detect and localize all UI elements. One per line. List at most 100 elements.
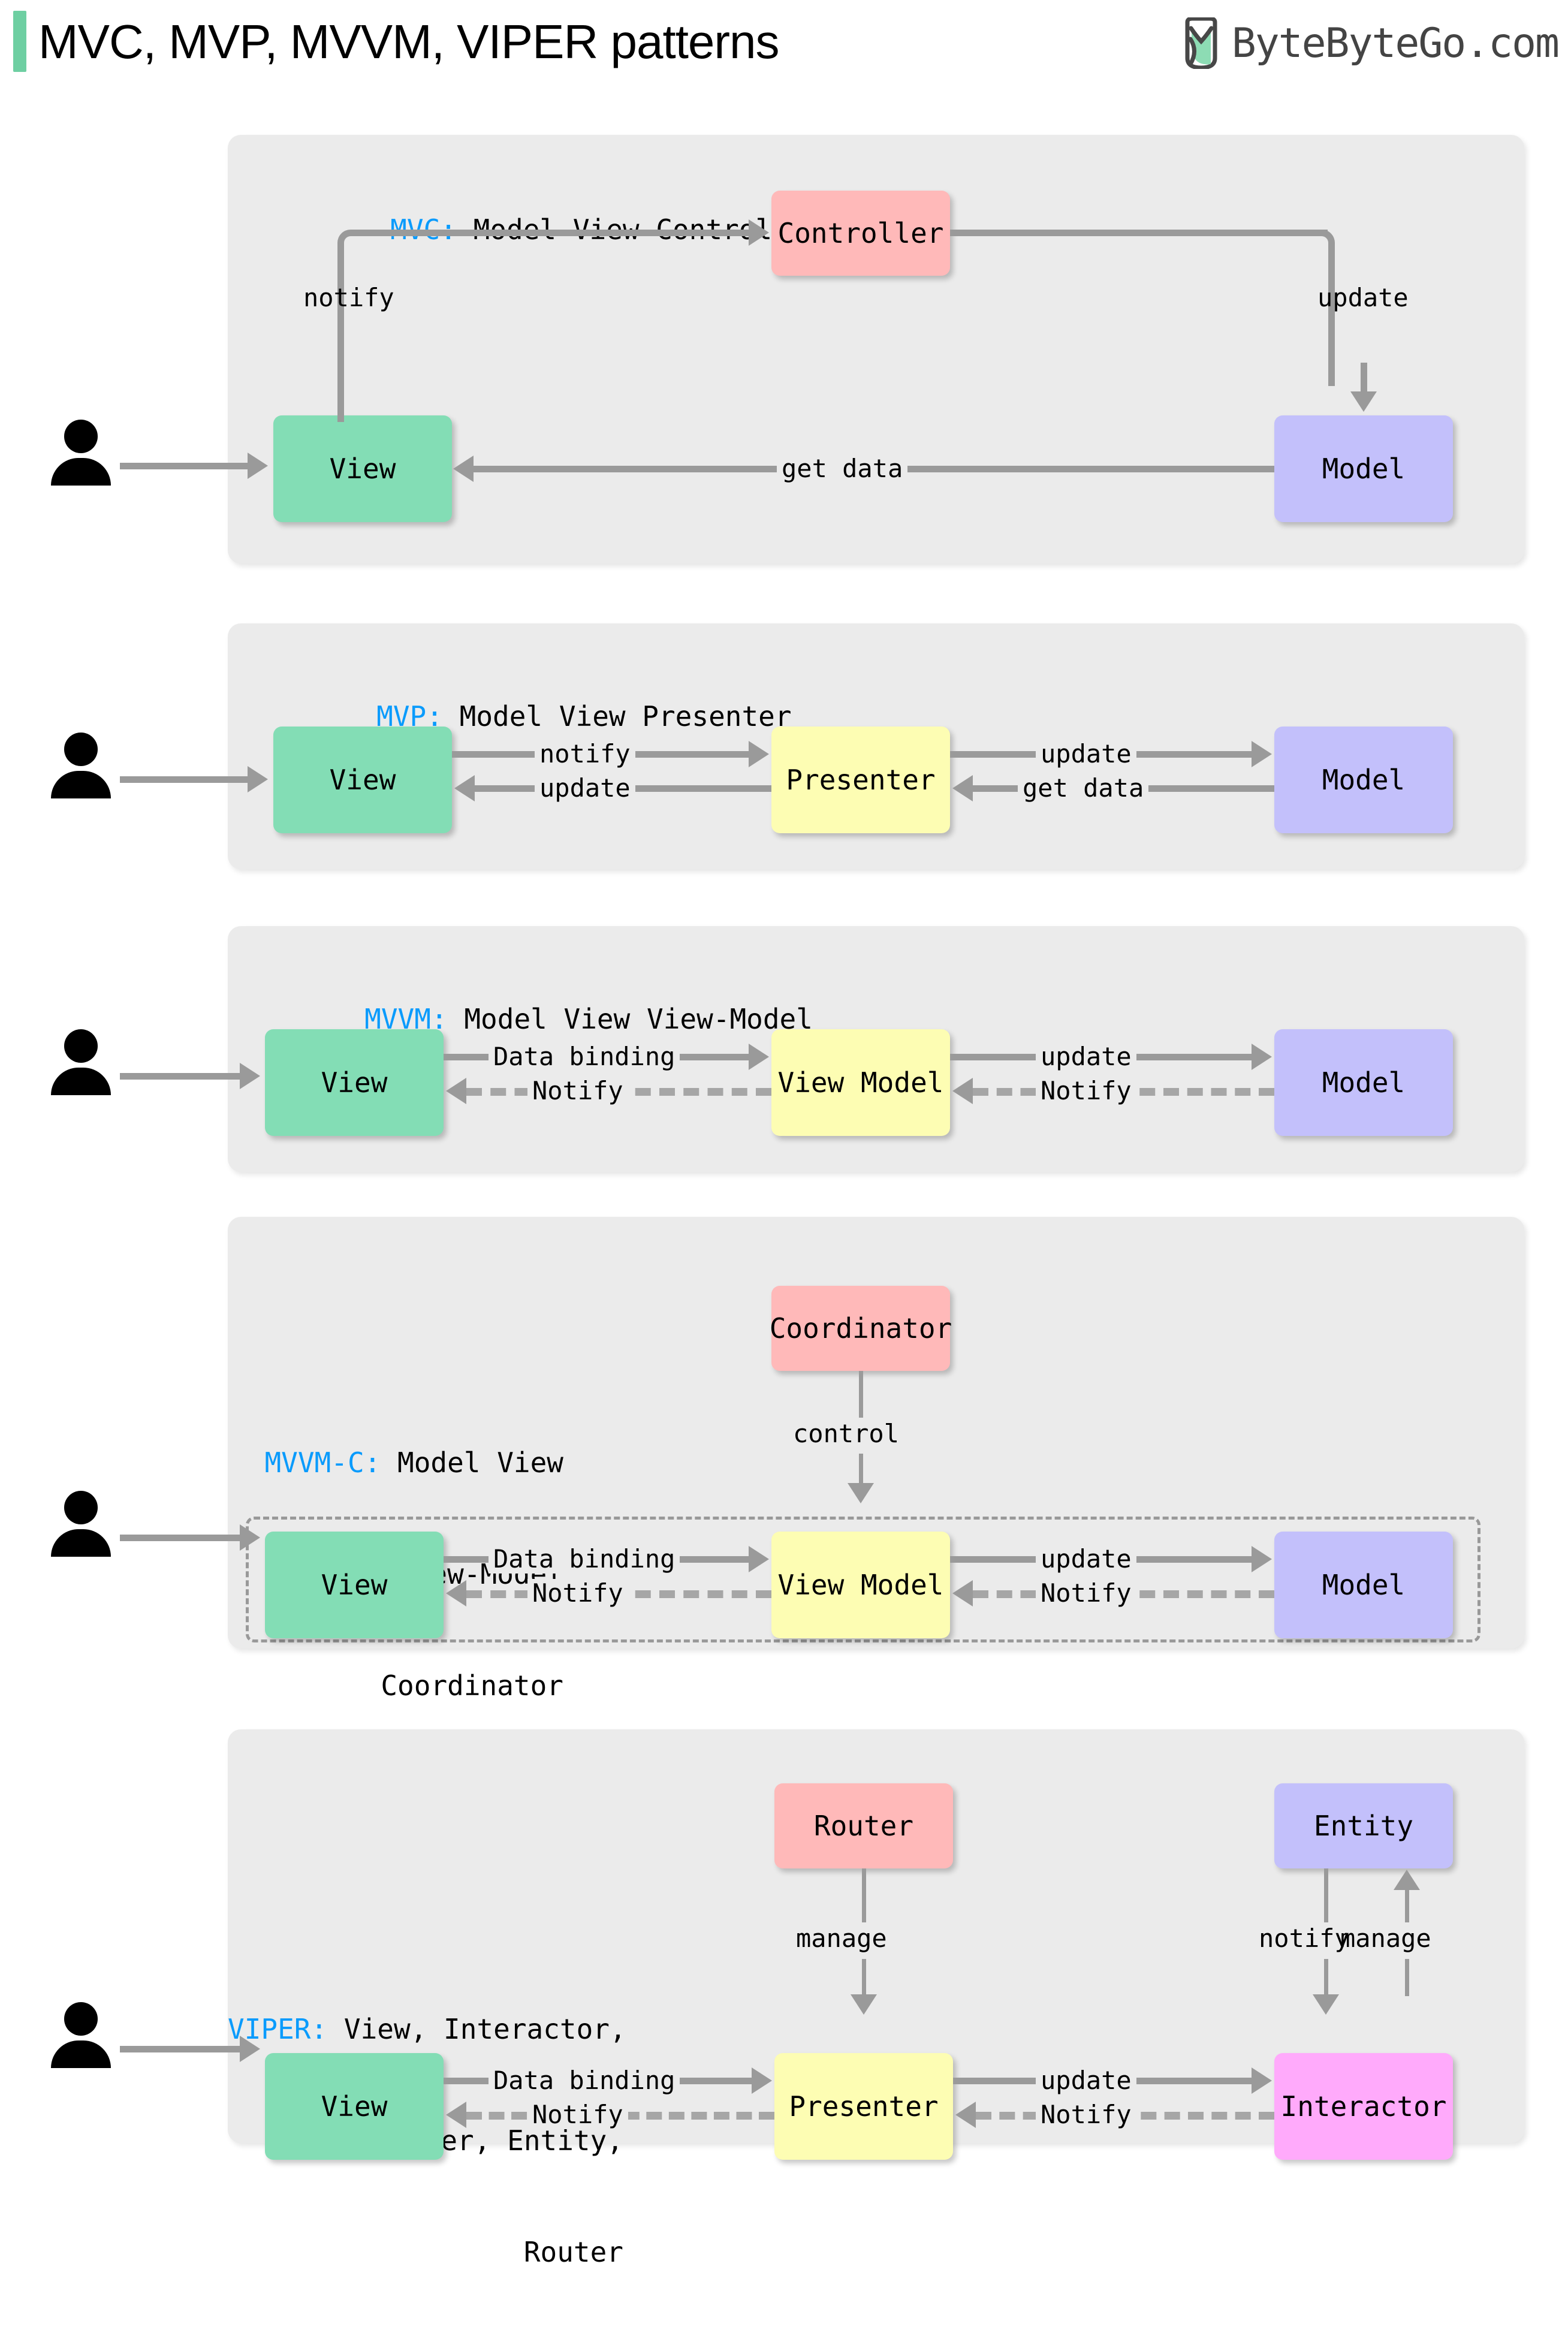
node-view[interactable]: View [265, 1532, 444, 1638]
section-title-mvp: Model View Presenter [459, 700, 792, 733]
node-label: View [321, 2090, 388, 2123]
node-label: View [321, 1066, 388, 1099]
edge-label-manage-interactor: manage [1340, 1924, 1431, 1953]
avatar-body [51, 458, 111, 486]
node-label: View Model [777, 1569, 944, 1601]
edge-control-line-top [859, 1371, 863, 1418]
edge-notify-back-arrowhead [446, 1580, 466, 1606]
section-title-mvvm: Model View View-Model [464, 1003, 813, 1035]
edge-label-notify: notify [303, 283, 394, 312]
node-label: Coordinator [769, 1312, 952, 1345]
edge-label-notify: Notify [1036, 1579, 1136, 1608]
avatar-body [51, 771, 111, 798]
edge-label-control: control [793, 1419, 900, 1448]
edge-control-line-bottom [859, 1454, 863, 1485]
node-label: Model [1322, 764, 1406, 796]
node-label: Interactor [1280, 2090, 1447, 2123]
user-avatar-mvp [51, 733, 111, 798]
edge-notify-back-arrowhead [446, 1078, 466, 1104]
edge-manage-up-arrowhead [1394, 1870, 1420, 1890]
section-key-mvvmc: MVVM-C: [264, 1446, 381, 1479]
edge-manage-line-bottom [862, 1959, 866, 1996]
node-view[interactable]: View [265, 2053, 444, 2160]
edge-notify-line [365, 230, 749, 236]
section-panel-mvp: MVP: Model View Presenter View Presenter… [228, 623, 1524, 869]
section-title-mvvmc-l1: Model View [397, 1446, 563, 1479]
mvvm-group-boundary [246, 1517, 1480, 1642]
diagram-canvas: MVC, MVP, MVVM, VIPER patterns ByteByteG… [13, 11, 1560, 2268]
section-title-mvvmc-l3: Coordinator [381, 1669, 563, 1702]
edge-notify-down-line-bottom [1324, 1959, 1328, 1996]
edge-update-arrowhead [1252, 1546, 1272, 1572]
edge-getdata-arrowhead [952, 775, 973, 801]
node-model[interactable]: Model [1274, 727, 1453, 833]
node-label: Presenter [786, 764, 936, 796]
section-panel-mvvm: MVVM: Model View View-Model View View Mo… [228, 926, 1524, 1172]
node-router[interactable]: Router [774, 1783, 953, 1868]
edge-update-arrowhead [1252, 1044, 1272, 1070]
edge-label-notify-back: Notify [527, 2100, 628, 2129]
edge-notify-arrowhead [952, 1078, 973, 1104]
edge-notify-arrowhead [952, 1580, 973, 1606]
user-avatar-viper [51, 2002, 111, 2068]
edge-label-notify-entity: notify [1259, 1924, 1350, 1953]
edge-user-to-view-mvc [120, 463, 248, 469]
node-controller[interactable]: Controller [771, 191, 950, 276]
edge-label-databinding: Data binding [489, 2066, 680, 2095]
node-view-model[interactable]: View Model [771, 1029, 950, 1136]
edge-getdata-arrowhead [453, 456, 474, 482]
avatar-head [64, 733, 98, 766]
edge-label-notify: Notify [1036, 2100, 1136, 2129]
avatar-head [64, 420, 98, 453]
edge-user-to-view-mvvm [120, 1073, 240, 1080]
edge-notify-arrowhead [749, 741, 769, 767]
edge-label-update: update [1036, 1042, 1136, 1071]
edge-databinding-arrowhead [749, 1044, 769, 1070]
edge-user-arrowhead-mvvmc [240, 1524, 260, 1551]
section-title-viper-l1: View, Interactor, [343, 2013, 626, 2045]
edge-user-to-view-mvp [120, 776, 248, 783]
node-model[interactable]: Model [1274, 415, 1453, 522]
brand-text: ByteByteGo.com [1231, 19, 1560, 67]
edge-user-to-view-mvvmc [120, 1535, 240, 1541]
bytebytego-logo-icon [1185, 17, 1217, 69]
edge-notify-path [337, 230, 372, 422]
section-panel-mvvmc: MVVM-C: Model View View-Model Coordinato… [228, 1217, 1524, 1702]
node-entity[interactable]: Entity [1274, 1783, 1453, 1868]
avatar-head [64, 1029, 98, 1063]
node-interactor[interactable]: Interactor [1274, 2053, 1453, 2160]
user-avatar-mvvmc [51, 1491, 111, 1557]
edge-manage-line-top [862, 1868, 866, 1922]
node-model[interactable]: Model [1274, 1532, 1453, 1638]
edge-manage-arrowhead [851, 1994, 877, 2015]
edge-label-notify: notify [535, 740, 635, 768]
edge-update-path [1301, 230, 1335, 386]
edge-control-arrowhead [848, 1483, 874, 1503]
user-avatar-mvc [51, 420, 111, 486]
node-label: Entity [1313, 1810, 1414, 1842]
edge-label-update: update [1036, 1545, 1136, 1574]
edge-label-manage-router: manage [796, 1924, 887, 1953]
node-view[interactable]: View [273, 415, 452, 522]
node-label: View [329, 453, 396, 485]
avatar-head [64, 2002, 98, 2036]
edge-label-getdata: get data [777, 454, 908, 483]
node-label: Router [813, 1810, 914, 1842]
node-presenter[interactable]: Presenter [774, 2053, 953, 2160]
node-model[interactable]: Model [1274, 1029, 1453, 1136]
avatar-head [64, 1491, 98, 1524]
edge-notify-down-arrowhead [1313, 1994, 1339, 2015]
node-presenter[interactable]: Presenter [771, 727, 950, 833]
page-title: MVC, MVP, MVVM, VIPER patterns [38, 15, 780, 68]
node-coordinator[interactable]: Coordinator [769, 1286, 952, 1371]
node-view[interactable]: View [273, 727, 452, 833]
edge-label-update: update [1036, 740, 1136, 768]
node-label: View Model [777, 1066, 944, 1099]
edge-label-update-back: update [535, 774, 635, 803]
node-view[interactable]: View [265, 1029, 444, 1136]
section-title-viper-l3: Router [523, 2236, 623, 2268]
node-label: Presenter [789, 2090, 939, 2123]
edge-user-arrowhead-viper [240, 2036, 260, 2062]
node-view-model[interactable]: View Model [771, 1532, 950, 1638]
edge-notify-arrowhead [955, 2102, 976, 2128]
